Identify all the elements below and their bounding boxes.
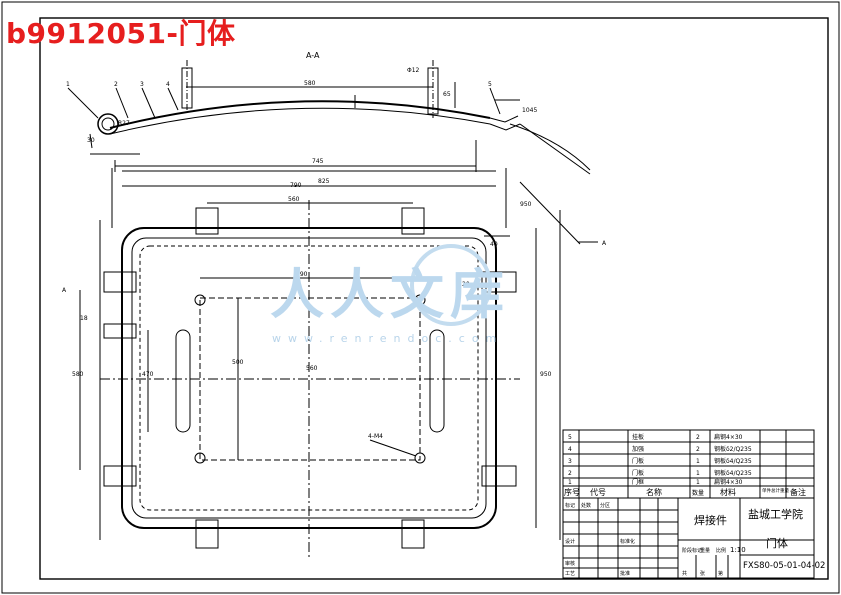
- dim-40: 40: [490, 241, 498, 248]
- parts-table-text: 5 挂板 2 扁钢4×30 4 加强 2 钢板δ2/Q235 3 门板 1 钢板…: [564, 433, 806, 497]
- row2-name: 门板: [632, 469, 644, 477]
- row2-qty: 1: [696, 470, 700, 477]
- drawing-frame: [39, 17, 829, 580]
- dim-580: 580: [72, 371, 84, 378]
- front-view: [79, 168, 598, 560]
- callout-5: 5: [488, 81, 492, 88]
- holes-note: 4-M4: [368, 433, 383, 440]
- dim-d42: Φ12: [407, 67, 420, 74]
- row3-qty: 1: [696, 458, 700, 465]
- dim-470: 470: [142, 371, 154, 378]
- dim-20: 20: [462, 281, 470, 288]
- hdr-qty: 数量: [692, 489, 704, 497]
- section-title: A-A: [306, 51, 320, 60]
- title-block-grid: [562, 429, 815, 579]
- tb-label-process: 工艺: [565, 571, 575, 577]
- dim-790: 790: [290, 182, 302, 189]
- callout-4: 4: [166, 81, 170, 88]
- dim-950b: 950: [520, 201, 532, 208]
- dim-d30: 30: [87, 137, 95, 144]
- drawing-number: FXS80-05-01-04-02: [743, 561, 825, 571]
- row5-name: 挂板: [632, 433, 644, 441]
- tb-label-sheet: 张: [700, 570, 705, 577]
- dim-950a: 950: [540, 371, 552, 378]
- dim-560: 560: [288, 196, 300, 203]
- dim-d65: 65: [443, 91, 451, 98]
- drawing-scale: 1:10: [730, 546, 746, 554]
- hdr-no: 序号: [564, 487, 580, 497]
- tb-label-standard: 标准化: [620, 538, 635, 545]
- school-name: 盐城工学院: [748, 507, 803, 521]
- dim-r27: R27: [118, 120, 130, 127]
- callout-2: 2: [114, 81, 118, 88]
- dimension-labels: A-A 580 Φ12 65 30 R27 1045 745 825 790 5…: [62, 51, 607, 440]
- title-block-text: 焊接件 盐城工学院 门体 FXS80-05-01-04-02 1:10 标记 处…: [565, 502, 825, 577]
- row5-qty: 2: [696, 434, 700, 441]
- document-title: b9912051-门体: [6, 17, 236, 50]
- hdr-code: 代号: [590, 487, 606, 497]
- part-name: 门体: [766, 536, 788, 550]
- section-view: [67, 60, 591, 175]
- dim-590: 590: [296, 271, 308, 278]
- hdr-material: 材料: [720, 487, 736, 497]
- row2-no: 2: [568, 470, 572, 477]
- callout-1: 1: [66, 81, 70, 88]
- row3-no: 3: [568, 458, 572, 465]
- dim-top-span: 580: [304, 80, 316, 87]
- tb-label-ratio: 比例: [716, 547, 726, 554]
- row2-material: 钢板δ4/Q235: [714, 469, 752, 477]
- row4-qty: 2: [696, 446, 700, 453]
- tb-label-review: 审核: [565, 560, 575, 567]
- row4-material: 钢板δ2/Q235: [714, 445, 752, 453]
- tb-label-nth: 第: [718, 570, 723, 577]
- row5-no: 5: [568, 434, 572, 441]
- row3-material: 钢板δ4/Q235: [714, 457, 752, 465]
- row1-name: 门框: [632, 478, 644, 486]
- callout-3: 3: [140, 81, 144, 88]
- tb-label-total: 共: [682, 570, 687, 577]
- dim-1045: 1045: [522, 107, 537, 114]
- row4-no: 4: [568, 446, 572, 453]
- row1-qty: 1: [696, 479, 700, 486]
- row4-name: 加强: [632, 445, 644, 453]
- tb-label-mark: 标记: [565, 502, 575, 509]
- tb-label-stage: 阶段标记: [682, 547, 702, 554]
- tb-label-count: 处数: [581, 502, 591, 509]
- row1-material: 扁钢4×30: [714, 478, 743, 486]
- tb-label-approve: 批准: [620, 570, 630, 577]
- hdr-note: 备注: [790, 487, 806, 497]
- tb-label-design: 设计: [565, 538, 575, 545]
- tb-label-zone: 分区: [600, 502, 610, 509]
- dim-18: 18: [80, 315, 88, 322]
- view-arrow-left: A: [62, 287, 67, 294]
- dim-500: 500: [232, 359, 244, 366]
- row1-no: 1: [568, 479, 572, 486]
- tb-label-weight: 重量: [700, 547, 710, 554]
- product-label: 焊接件: [694, 513, 727, 527]
- dim-825: 825: [318, 178, 330, 185]
- row5-material: 扁钢4×30: [714, 433, 743, 441]
- dim-560v: 560: [306, 365, 318, 372]
- row3-name: 门板: [632, 457, 644, 465]
- view-arrow-right: A: [602, 240, 607, 247]
- dim-745: 745: [312, 158, 324, 165]
- hdr-name: 名称: [646, 487, 662, 497]
- hdr-weight: 单件总计重量: [762, 487, 789, 494]
